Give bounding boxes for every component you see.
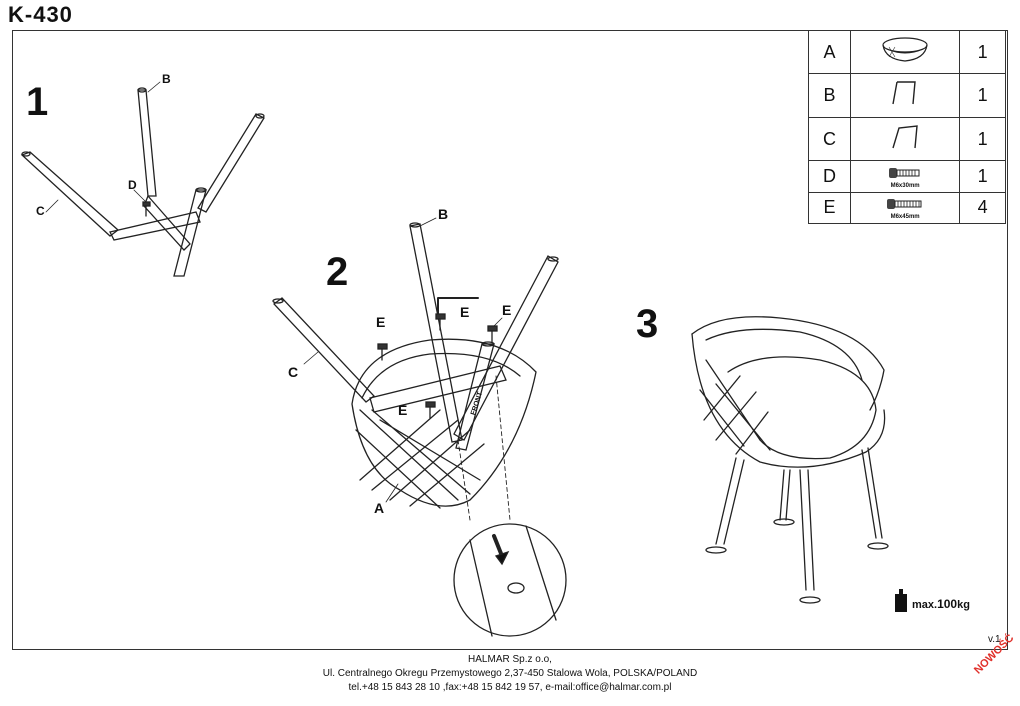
- screw-icon: M6x45mm: [849, 191, 961, 225]
- part-label: E: [502, 302, 512, 318]
- screw-icon: [377, 343, 388, 361]
- part-label: D: [128, 178, 137, 192]
- part-label: C: [36, 204, 45, 218]
- part-letter: C: [808, 116, 851, 162]
- part-label: B: [438, 206, 449, 222]
- step1-leg-frame: [20, 87, 265, 277]
- part-qty: 1: [959, 116, 1006, 162]
- part-qty: 1: [959, 160, 1006, 193]
- footer-address: Ul. Centralnego Okregu Przemystowego 2,3…: [322, 668, 698, 679]
- part-qty: 4: [959, 191, 1006, 225]
- version: v.1: [988, 634, 1001, 645]
- footer-contact: tel.+48 15 843 28 10 ,fax:+48 15 842 19 …: [348, 682, 672, 693]
- step2-legs: [272, 222, 559, 451]
- part-label: A: [374, 500, 385, 516]
- step-number: 3: [636, 302, 659, 346]
- weight-icon: [895, 589, 907, 612]
- footer-company: HALMAR Sp.z o.o,: [468, 654, 552, 665]
- parts-row: E M6x45mm 4: [808, 191, 1006, 225]
- step2-seat: [351, 338, 537, 509]
- step3-chair: [691, 316, 889, 604]
- parts-row: A 1: [808, 29, 1006, 75]
- screw-icon: M6x30mm: [849, 160, 961, 193]
- screw-icon: [142, 201, 151, 217]
- max-load: max.100kg: [912, 597, 970, 611]
- screw-size-label: M6x45mm: [890, 214, 920, 221]
- screw-icon: [487, 325, 498, 343]
- screw-icon: [435, 313, 446, 331]
- parts-row: C 1: [808, 116, 1006, 162]
- drawing-frame: [12, 30, 1008, 650]
- parts-row: B 1: [808, 73, 1006, 118]
- front-leg-icon: [849, 73, 961, 118]
- screw-size-label: M6x30mm: [890, 182, 920, 189]
- part-letter: B: [808, 73, 851, 118]
- part-letter: A: [808, 29, 851, 75]
- part-qty: 1: [959, 29, 1006, 75]
- seat-icon: [849, 29, 961, 75]
- screw-icon: [425, 401, 436, 419]
- part-label: E: [376, 314, 386, 330]
- step-number: 2: [326, 250, 349, 294]
- part-label: E: [460, 304, 470, 320]
- part-letter: E: [808, 191, 851, 225]
- part-label: C: [288, 364, 299, 380]
- parts-table: A 1 B 1 C 1 D: [808, 29, 1006, 225]
- product-code: K-430: [8, 2, 73, 27]
- step-number: 1: [26, 80, 49, 124]
- part-label: E: [398, 402, 408, 418]
- rear-leg-icon: [849, 116, 961, 162]
- parts-row: D M6x30mm 1: [808, 160, 1006, 193]
- part-label: B: [162, 72, 171, 86]
